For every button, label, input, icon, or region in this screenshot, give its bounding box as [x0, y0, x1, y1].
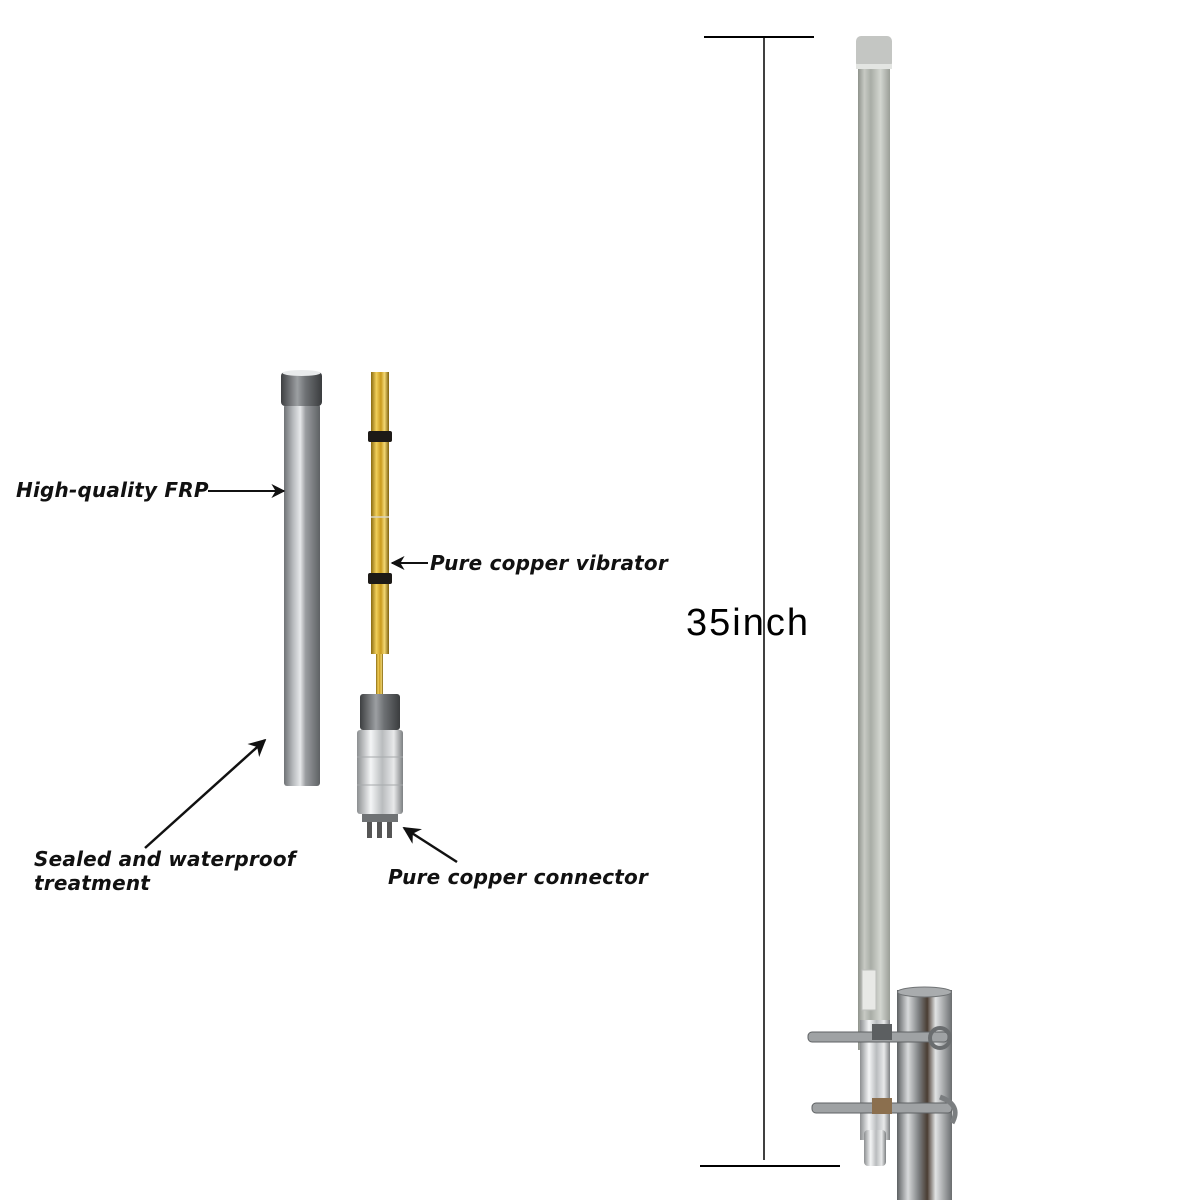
sealed-arrow	[144, 738, 267, 849]
dimension-line	[700, 36, 840, 1167]
connector-label: Pure copper connector	[388, 865, 649, 889]
copper-vibrator-image	[368, 372, 392, 694]
frp-label: High-quality FRP	[16, 478, 209, 502]
frp-tube-image	[281, 370, 322, 786]
mounting-clamp-image	[807, 1024, 958, 1125]
mast-pole-image	[897, 986, 952, 1200]
sealed-label-line2: treatment	[34, 871, 151, 895]
copper-connector-image	[357, 694, 403, 838]
length-label: 35inch	[686, 602, 810, 644]
antenna-image	[856, 36, 892, 1166]
connector-arrow	[402, 826, 458, 864]
sealed-label-line1: Sealed and waterproof	[34, 847, 296, 871]
vibrator-label: Pure copper vibrator	[430, 551, 668, 575]
